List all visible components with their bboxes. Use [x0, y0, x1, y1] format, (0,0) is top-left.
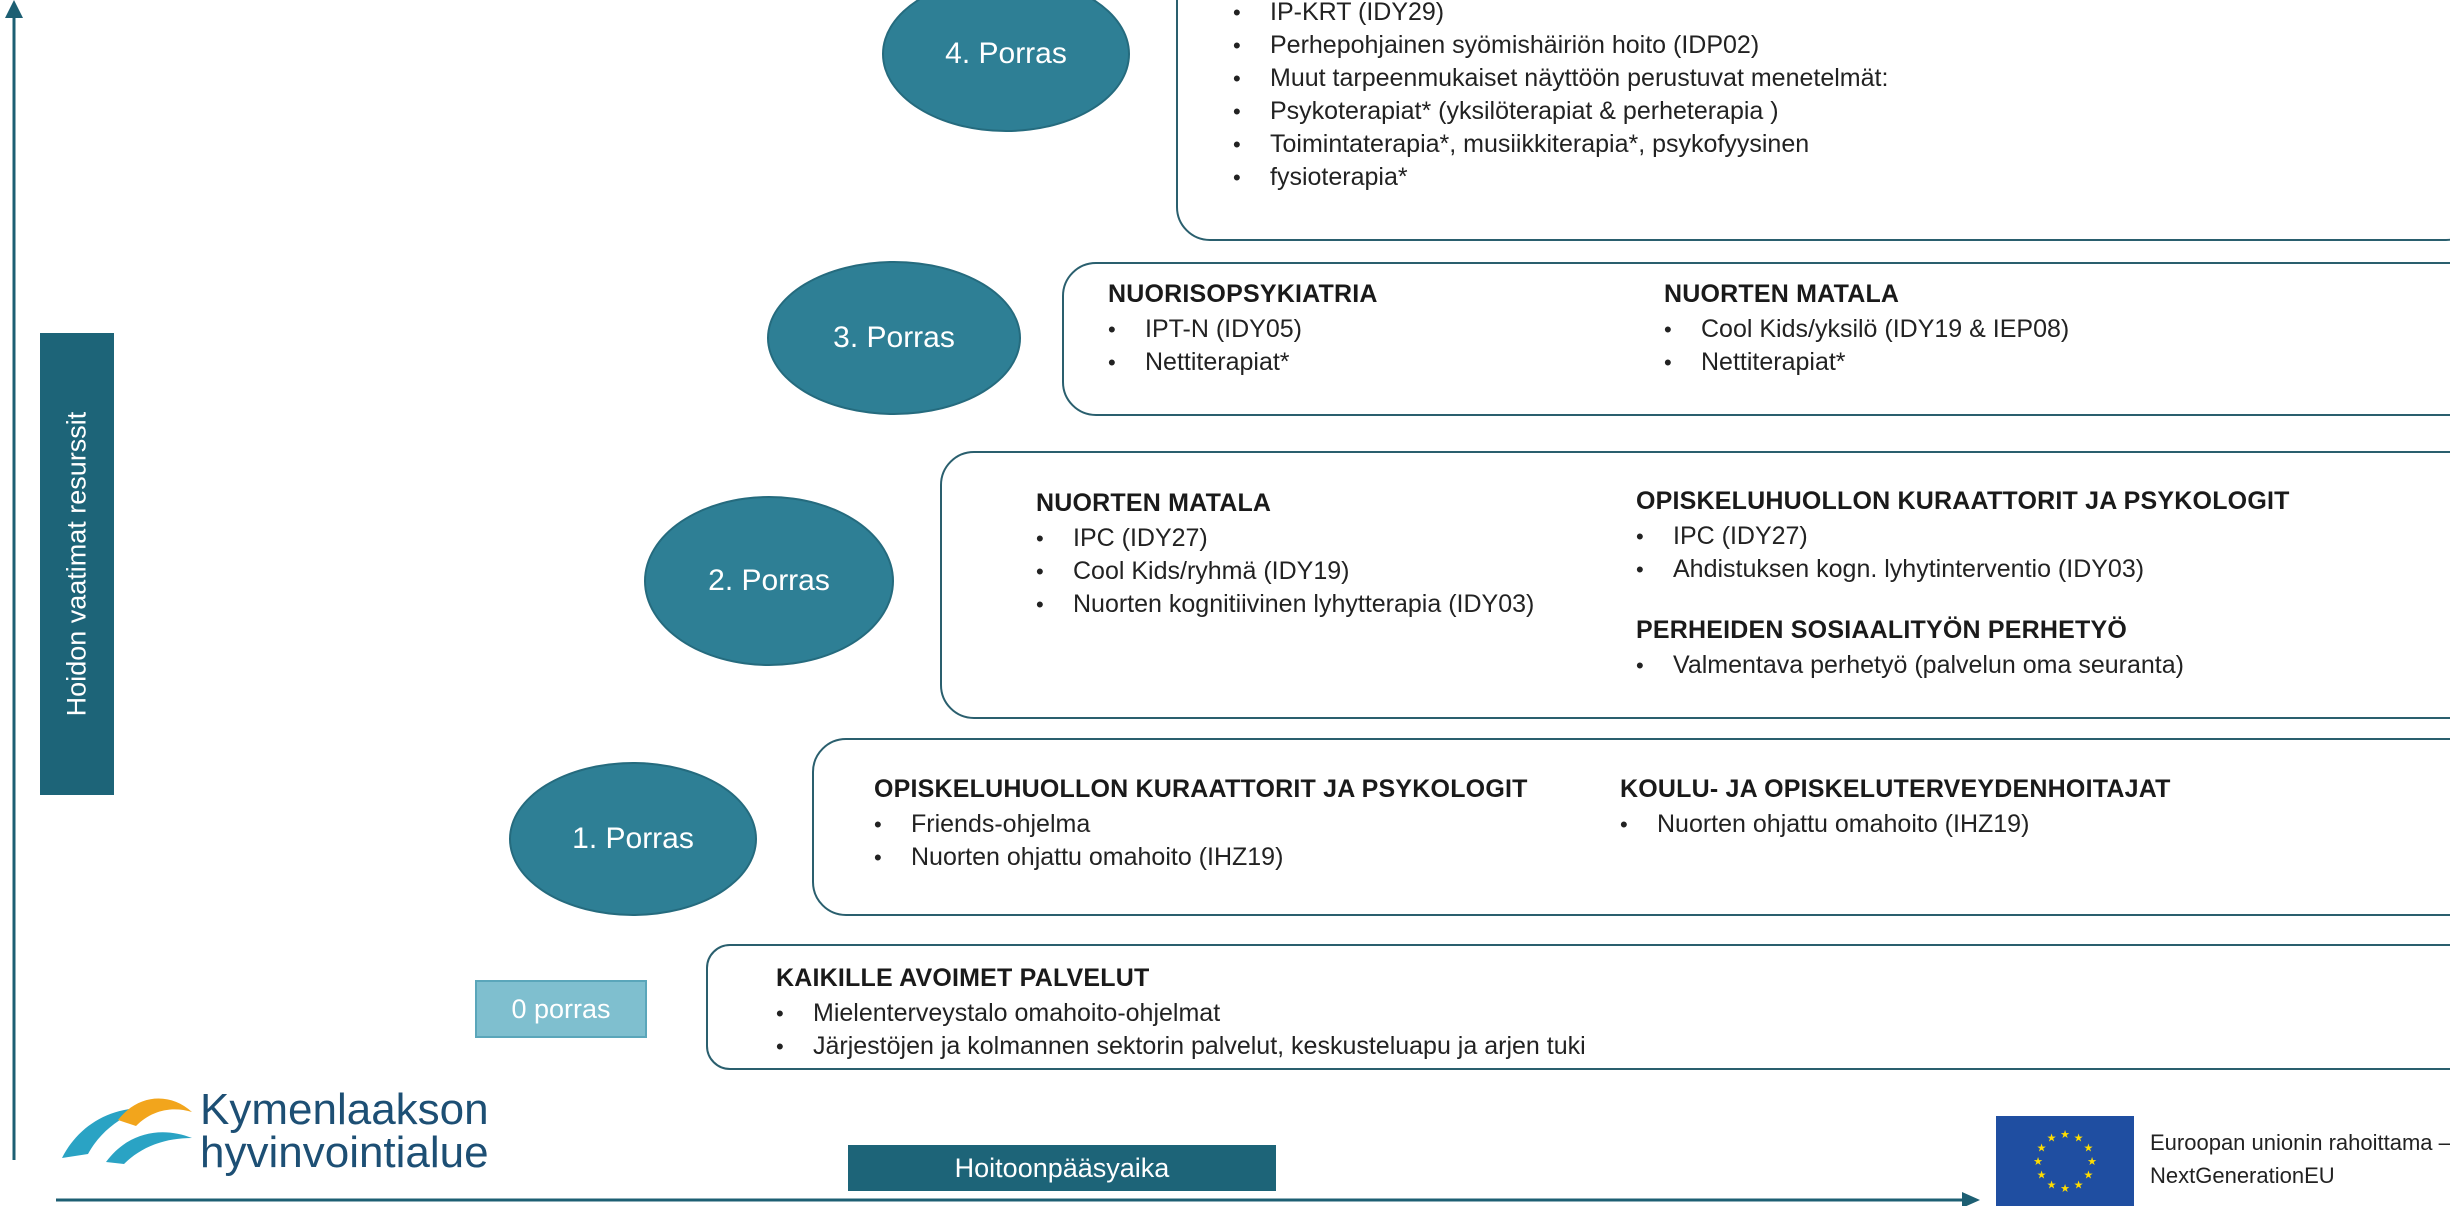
eu-star-icon: ★	[2060, 1183, 2070, 1195]
eu-stars-icon: ★★★★★★★★★★★★	[2033, 1129, 2097, 1195]
step0-list: Mielenterveystalo omahoito-ohjelmat Järj…	[776, 997, 1586, 1063]
list-item: Toimintaterapia*, musiikkiterapia*, psyk…	[1233, 128, 1888, 161]
list-item: Psykoterapiat* (yksilöterapiat & perhete…	[1233, 95, 1888, 128]
list-item-continuation: fysioterapia*	[1233, 161, 1888, 194]
list-item: IPC (IDY27)	[1036, 522, 1534, 555]
list-item: Nettiterapiat*	[1108, 346, 1378, 379]
step0-label: 0 porras	[511, 993, 611, 1024]
step3-right-heading: NUORTEN MATALA	[1664, 280, 1900, 308]
eu-star-icon: ★	[2083, 1170, 2093, 1182]
step3-left-col: NUORISOPSYKIATRIA IPT-N (IDY05) Nettiter…	[1108, 280, 1378, 379]
list-item: Cool Kids/yksilö (IDY19 & IEP08)	[1664, 313, 2069, 346]
step2-right-top-heading: OPISKELUHUOLLON KURAATTORIT JA PSYKOLOGI…	[1636, 487, 2290, 515]
list-item: Muut tarpeenmukaiset näyttöön perustuvat…	[1233, 62, 1888, 95]
step2-right-bottom-heading: PERHEIDEN SOSIAALITYÖN PERHETYÖ	[1636, 616, 2127, 644]
list-item: Nuorten ohjattu omahoito (IHZ19)	[874, 841, 1528, 874]
list-item: IPC (IDY27)	[1636, 520, 2290, 553]
eu-star-icon: ★	[2074, 1179, 2084, 1191]
step0-heading: KAIKILLE AVOIMET PALVELUT	[776, 964, 1150, 992]
eu-star-icon: ★	[2047, 1179, 2057, 1191]
eu-star-icon: ★	[2087, 1156, 2097, 1168]
step0-col: KAIKILLE AVOIMET PALVELUT Mielenterveyst…	[776, 964, 1586, 1063]
list-item: Valmentava perhetyö (palvelun oma seuran…	[1636, 649, 2184, 682]
step1-right-heading: KOULU- JA OPISKELUTERVEYDENHOITAJAT	[1620, 775, 2171, 803]
kymenlaakso-logo-icon	[62, 1098, 192, 1164]
logo-line1: Kymenlaakson	[200, 1085, 489, 1134]
step3-left-list: IPT-N (IDY05) Nettiterapiat*	[1108, 313, 1378, 379]
eu-flag: ★★★★★★★★★★★★	[1996, 1116, 2134, 1206]
step3-ellipse: 3. Porras	[767, 261, 1021, 415]
step2-right-bottom-col: PERHEIDEN SOSIAALITYÖN PERHETYÖ Valmenta…	[1636, 616, 2184, 682]
step2-box: NUORTEN MATALA IPC (IDY27) Cool Kids/ryh…	[940, 451, 2450, 719]
step1-box: OPISKELUHUOLLON KURAATTORIT JA PSYKOLOGI…	[812, 738, 2450, 916]
step0-box: KAIKILLE AVOIMET PALVELUT Mielenterveyst…	[706, 944, 2450, 1070]
step3-left-heading: NUORISOPSYKIATRIA	[1108, 280, 1378, 308]
eu-star-icon: ★	[2037, 1170, 2047, 1182]
x-axis-label-text: Hoitoonpääsyaika	[954, 1152, 1170, 1183]
y-axis-label: Hoidon vaatimat resurssit	[40, 333, 114, 795]
step0-label-box: 0 porras	[475, 980, 647, 1038]
kymenlaakso-logo-text: Kymenlaakson hyvinvointialue	[200, 1085, 489, 1177]
logo-line2: hyvinvointialue	[200, 1128, 489, 1177]
eu-star-icon: ★	[2033, 1156, 2043, 1168]
eu-line1: Euroopan unionin rahoittama –	[2150, 1130, 2450, 1155]
step2-right-bottom-list: Valmentava perhetyö (palvelun oma seuran…	[1636, 649, 2184, 682]
step2-right-top-col: OPISKELUHUOLLON KURAATTORIT JA PSYKOLOGI…	[1636, 487, 2290, 586]
list-item: Ahdistuksen kogn. lyhytinterventio (IDY0…	[1636, 553, 2290, 586]
list-item: Nuorten ohjattu omahoito (IHZ19)	[1620, 808, 2171, 841]
step4-label: 4. Porras	[945, 37, 1067, 70]
step2-right-top-list: IPC (IDY27) Ahdistuksen kogn. lyhytinter…	[1636, 520, 2290, 586]
x-axis-label: Hoitoonpääsyaika	[848, 1145, 1276, 1191]
x-axis-arrow	[1962, 1192, 1980, 1206]
y-axis-label-text: Hoidon vaatimat resurssit	[61, 411, 92, 717]
step2-left-col: NUORTEN MATALA IPC (IDY27) Cool Kids/ryh…	[1036, 489, 1534, 621]
step2-ellipse: 2. Porras	[644, 496, 894, 666]
step1-right-col: KOULU- JA OPISKELUTERVEYDENHOITAJAT Nuor…	[1620, 775, 2171, 841]
step1-left-col: OPISKELUHUOLLON KURAATTORIT JA PSYKOLOGI…	[874, 775, 1528, 874]
step4-box: IP-KRT (IDY29) Perhepohjainen syömishäir…	[1176, 0, 2450, 241]
list-item: Nuorten kognitiivinen lyhytterapia (IDY0…	[1036, 588, 1534, 621]
list-item: Mielenterveystalo omahoito-ohjelmat	[776, 997, 1586, 1030]
eu-star-icon: ★	[2060, 1129, 2070, 1141]
step1-left-list: Friends-ohjelma Nuorten ohjattu omahoito…	[874, 808, 1528, 874]
step3-right-list: Cool Kids/yksilö (IDY19 & IEP08) Nettite…	[1664, 313, 2069, 379]
eu-funding-text: Euroopan unionin rahoittama – NextGenera…	[2150, 1126, 2450, 1192]
step4-ellipse: 4. Porras	[882, 0, 1130, 132]
step3-right-col: NUORTEN MATALA Cool Kids/yksilö (IDY19 &…	[1664, 280, 2069, 379]
step1-label: 1. Porras	[572, 822, 694, 855]
list-item: Nettiterapiat*	[1664, 346, 2069, 379]
eu-star-icon: ★	[2074, 1133, 2084, 1145]
list-item: Friends-ohjelma	[874, 808, 1528, 841]
list-item: IP-KRT (IDY29)	[1233, 0, 1888, 29]
step2-left-heading: NUORTEN MATALA	[1036, 489, 1272, 517]
step2-label: 2. Porras	[708, 564, 830, 597]
y-axis-arrow	[5, 0, 23, 18]
step1-left-heading: OPISKELUHUOLLON KURAATTORIT JA PSYKOLOGI…	[874, 775, 1528, 803]
list-item: Perhepohjainen syömishäiriön hoito (IDP0…	[1233, 29, 1888, 62]
list-item: Cool Kids/ryhmä (IDY19)	[1036, 555, 1534, 588]
step3-label: 3. Porras	[833, 321, 955, 354]
eu-star-icon: ★	[2037, 1143, 2047, 1155]
list-item: IPT-N (IDY05)	[1108, 313, 1378, 346]
step4-list: IP-KRT (IDY29) Perhepohjainen syömishäir…	[1233, 0, 1888, 194]
step2-left-list: IPC (IDY27) Cool Kids/ryhmä (IDY19) Nuor…	[1036, 522, 1534, 621]
step1-right-list: Nuorten ohjattu omahoito (IHZ19)	[1620, 808, 2171, 841]
list-item: Järjestöjen ja kolmannen sektorin palvel…	[776, 1030, 1586, 1063]
eu-star-icon: ★	[2047, 1133, 2057, 1145]
step1-ellipse: 1. Porras	[509, 762, 757, 916]
eu-line2: NextGenerationEU	[2150, 1163, 2335, 1188]
step3-box: NUORISOPSYKIATRIA IPT-N (IDY05) Nettiter…	[1062, 262, 2450, 416]
eu-star-icon: ★	[2083, 1143, 2093, 1155]
